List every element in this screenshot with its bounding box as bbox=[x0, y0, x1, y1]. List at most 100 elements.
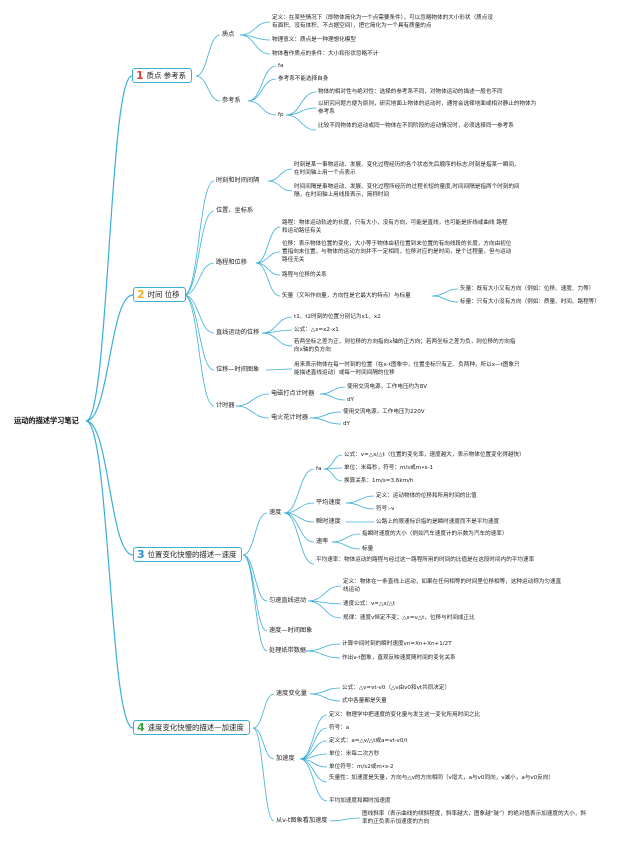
topic-sudu[interactable]: 速度 bbox=[269, 509, 282, 516]
topic-vt-jiasudu[interactable]: 从v-t图象看加速度 bbox=[276, 817, 328, 824]
lcwy-lucheng: 路程：物体运动轨迹的长度，只有大小，没有方向，可能是直线，也可能是折线或曲线 路… bbox=[282, 220, 508, 234]
section-title: 位置变化快慢的描述—速度 bbox=[147, 550, 237, 559]
jsd-unit: 单位：米每二次方秒 bbox=[329, 751, 380, 757]
connector-line bbox=[299, 758, 328, 783]
connector-line bbox=[195, 34, 221, 77]
topic-zhixian-weiyi[interactable]: 直线运动的位移 bbox=[216, 329, 260, 336]
connector-line bbox=[252, 693, 275, 729]
topic-weizhi-zuobiaoxi[interactable]: 位置、坐标系 bbox=[216, 207, 254, 214]
section-3-sudu[interactable]: 3 位置变化快慢的描述—速度 bbox=[133, 547, 243, 562]
connector-line bbox=[255, 262, 281, 276]
topic-weiyi-shijian-tuxiang[interactable]: 位移—时间图象 bbox=[216, 366, 260, 373]
jsd-formula: 定义式：a=△v/△t或a=vt-v0/t bbox=[329, 738, 408, 744]
sd-sulv[interactable]: 速率 bbox=[316, 538, 329, 545]
connector-line bbox=[285, 114, 317, 131]
sdbh-formula: 公式：△v=vt-v0（△v由v0和vt共同决定） bbox=[342, 685, 451, 691]
sdbh-vector: 式中各量都是矢量 bbox=[342, 698, 387, 704]
jsq-dianhuohua-voltage: 使用交流电源，工作电压为220V bbox=[343, 409, 425, 415]
topic-yunsu-zhixian[interactable]: 匀速直线运动 bbox=[269, 597, 307, 604]
connector-line bbox=[307, 600, 342, 619]
connector-line bbox=[85, 420, 134, 556]
connector-line bbox=[345, 502, 375, 510]
connector-line bbox=[183, 262, 215, 296]
connector-line bbox=[305, 650, 341, 659]
topic-sudu-shijian-tuxiang[interactable]: 速度—时间图象 bbox=[269, 627, 313, 634]
topic-zhidian[interactable]: 质点 bbox=[222, 31, 235, 38]
connector-line bbox=[299, 758, 328, 802]
connector-line bbox=[267, 180, 293, 192]
connector-line bbox=[239, 34, 271, 55]
connector-line bbox=[183, 210, 215, 296]
ckx-fa: fa bbox=[278, 63, 284, 69]
connector-line bbox=[299, 727, 328, 760]
section-4-jiasudu[interactable]: 4 速度变化快慢的描述—加速度 bbox=[133, 720, 250, 735]
lcwy-relation: 路程与位移的关系 bbox=[282, 272, 327, 278]
connector-line bbox=[255, 251, 281, 264]
connector-line bbox=[307, 585, 342, 602]
connector-line bbox=[252, 727, 275, 822]
jsd-average-instant: 平均加速度和瞬时加速度 bbox=[329, 798, 391, 804]
lcwy-vector: 矢量：既有大小又有方向（例如：位移、速度、力等） bbox=[460, 286, 595, 292]
connector-line bbox=[247, 100, 277, 116]
connector-line bbox=[309, 417, 342, 425]
lcwy-scalar: 标量：只有大小没有方向（例如：质量、时间、路程等） bbox=[460, 299, 600, 305]
section-1-zhidian-cankaoxi[interactable]: 1 质点 参考系 bbox=[132, 68, 192, 83]
jsd-vector: 矢量性：加速度是矢量，方向与△v的方向相同（v增大，a与v0同向，v减小，a与v… bbox=[329, 775, 555, 781]
jsq-dianhuohua[interactable]: 电火花计时器 bbox=[271, 414, 309, 421]
sd-pingjun[interactable]: 平均速度 bbox=[316, 499, 341, 506]
sd-pingjun-def: 定义：运动物体的位移和所用时间的比值 bbox=[376, 493, 477, 499]
zhidian-condition: 物体看作质点的条件：大小和形状忽略不计 bbox=[272, 51, 379, 57]
connector-line bbox=[239, 21, 271, 36]
connector-line bbox=[261, 316, 293, 334]
topic-chuli-zhidai[interactable]: 处理纸带数据 bbox=[269, 647, 307, 654]
connector-line bbox=[242, 554, 268, 652]
sd-shunshi[interactable]: 瞬时速度 bbox=[316, 518, 341, 525]
section-number-badge: 2 bbox=[137, 288, 145, 301]
clzd-vt-graph: 作出v-t图象，直观反映速度随时间的变化关系 bbox=[342, 655, 456, 661]
section-number-badge: 1 bbox=[136, 69, 144, 82]
section-2-shijian-weiyi[interactable]: 2 时间 位移 bbox=[133, 287, 186, 302]
connector-line bbox=[265, 368, 293, 371]
connector-line bbox=[183, 294, 215, 407]
connector-line bbox=[283, 468, 315, 514]
connector-line bbox=[329, 817, 361, 822]
sd-conversion: 换算关系：1m/s=3.6km/h bbox=[344, 478, 414, 484]
connector-line bbox=[195, 75, 221, 102]
jsq-dianci[interactable]: 电磁打点计时器 bbox=[271, 390, 315, 397]
connector-line bbox=[235, 393, 270, 407]
connector-line bbox=[283, 512, 315, 565]
jsq-dianhuohua-dy: dY bbox=[343, 421, 350, 427]
root-title: 运动的描述学习笔记 bbox=[14, 416, 79, 425]
ckx-not-self: 参考系不能选择自身 bbox=[278, 76, 329, 82]
zhidian-model: 物理意义：质点是一种理想化模型 bbox=[272, 37, 356, 43]
connector-line bbox=[261, 332, 293, 347]
yszx-formula: 速度公式：v=△x/△t bbox=[343, 601, 395, 607]
yszx-rule: 规律：速度v恒定不变；△x=v△t，位移与时间成正比 bbox=[343, 615, 475, 621]
topic-jiasudu[interactable]: 加速度 bbox=[276, 755, 295, 762]
connector-line bbox=[309, 687, 341, 695]
connector-line bbox=[431, 295, 459, 303]
topic-cankaoxi[interactable]: 参考系 bbox=[222, 97, 241, 104]
connector-line bbox=[85, 420, 134, 729]
sd-sulv-def: 指瞬时速度的大小（例如汽车速度计的示数为汽车的速率） bbox=[362, 531, 508, 537]
sd-shunshi-note: 公路上的限速标识指的是瞬时速度而不是平均速度 bbox=[376, 519, 500, 525]
topic-lucheng-weiyi[interactable]: 路程和位移 bbox=[216, 259, 247, 266]
topic-shike-shijianjiange[interactable]: 时刻和时间间隔 bbox=[216, 177, 260, 184]
connector-line bbox=[283, 502, 315, 514]
connector-line bbox=[183, 294, 215, 371]
ckx-compare: 比较不同物体的运动或同一物体在不同阶段的运动情况时，必须选择同一参考系 bbox=[318, 123, 514, 129]
sjjg-interval: 时间间隔是事物运动、发展、变化过程所经历的过程长短的量度,时间间隔是指两个时刻的… bbox=[294, 184, 520, 198]
connector-line bbox=[242, 554, 268, 632]
ckx-fp: fp bbox=[278, 112, 284, 118]
section-title: 质点 参考系 bbox=[146, 71, 186, 80]
yszx-definition: 定义：物体在一条直线上运动，如果在任何相等的时间里位移相等，这种运动称为匀速直线… bbox=[343, 579, 562, 593]
topic-sudu-bianhualiang[interactable]: 速度变化量 bbox=[276, 690, 307, 697]
topic-jishiqi[interactable]: 计时器 bbox=[216, 402, 235, 409]
sd-sulv-scalar: 标量 bbox=[362, 546, 374, 552]
ckx-choose: 以研究问题方便为原则，研究地面上物体的运动时，通常会选择地面或相对静止的物体为参… bbox=[318, 101, 537, 115]
connector-line bbox=[183, 294, 215, 334]
section-number-badge: 3 bbox=[137, 548, 145, 561]
connector-line bbox=[319, 386, 346, 395]
